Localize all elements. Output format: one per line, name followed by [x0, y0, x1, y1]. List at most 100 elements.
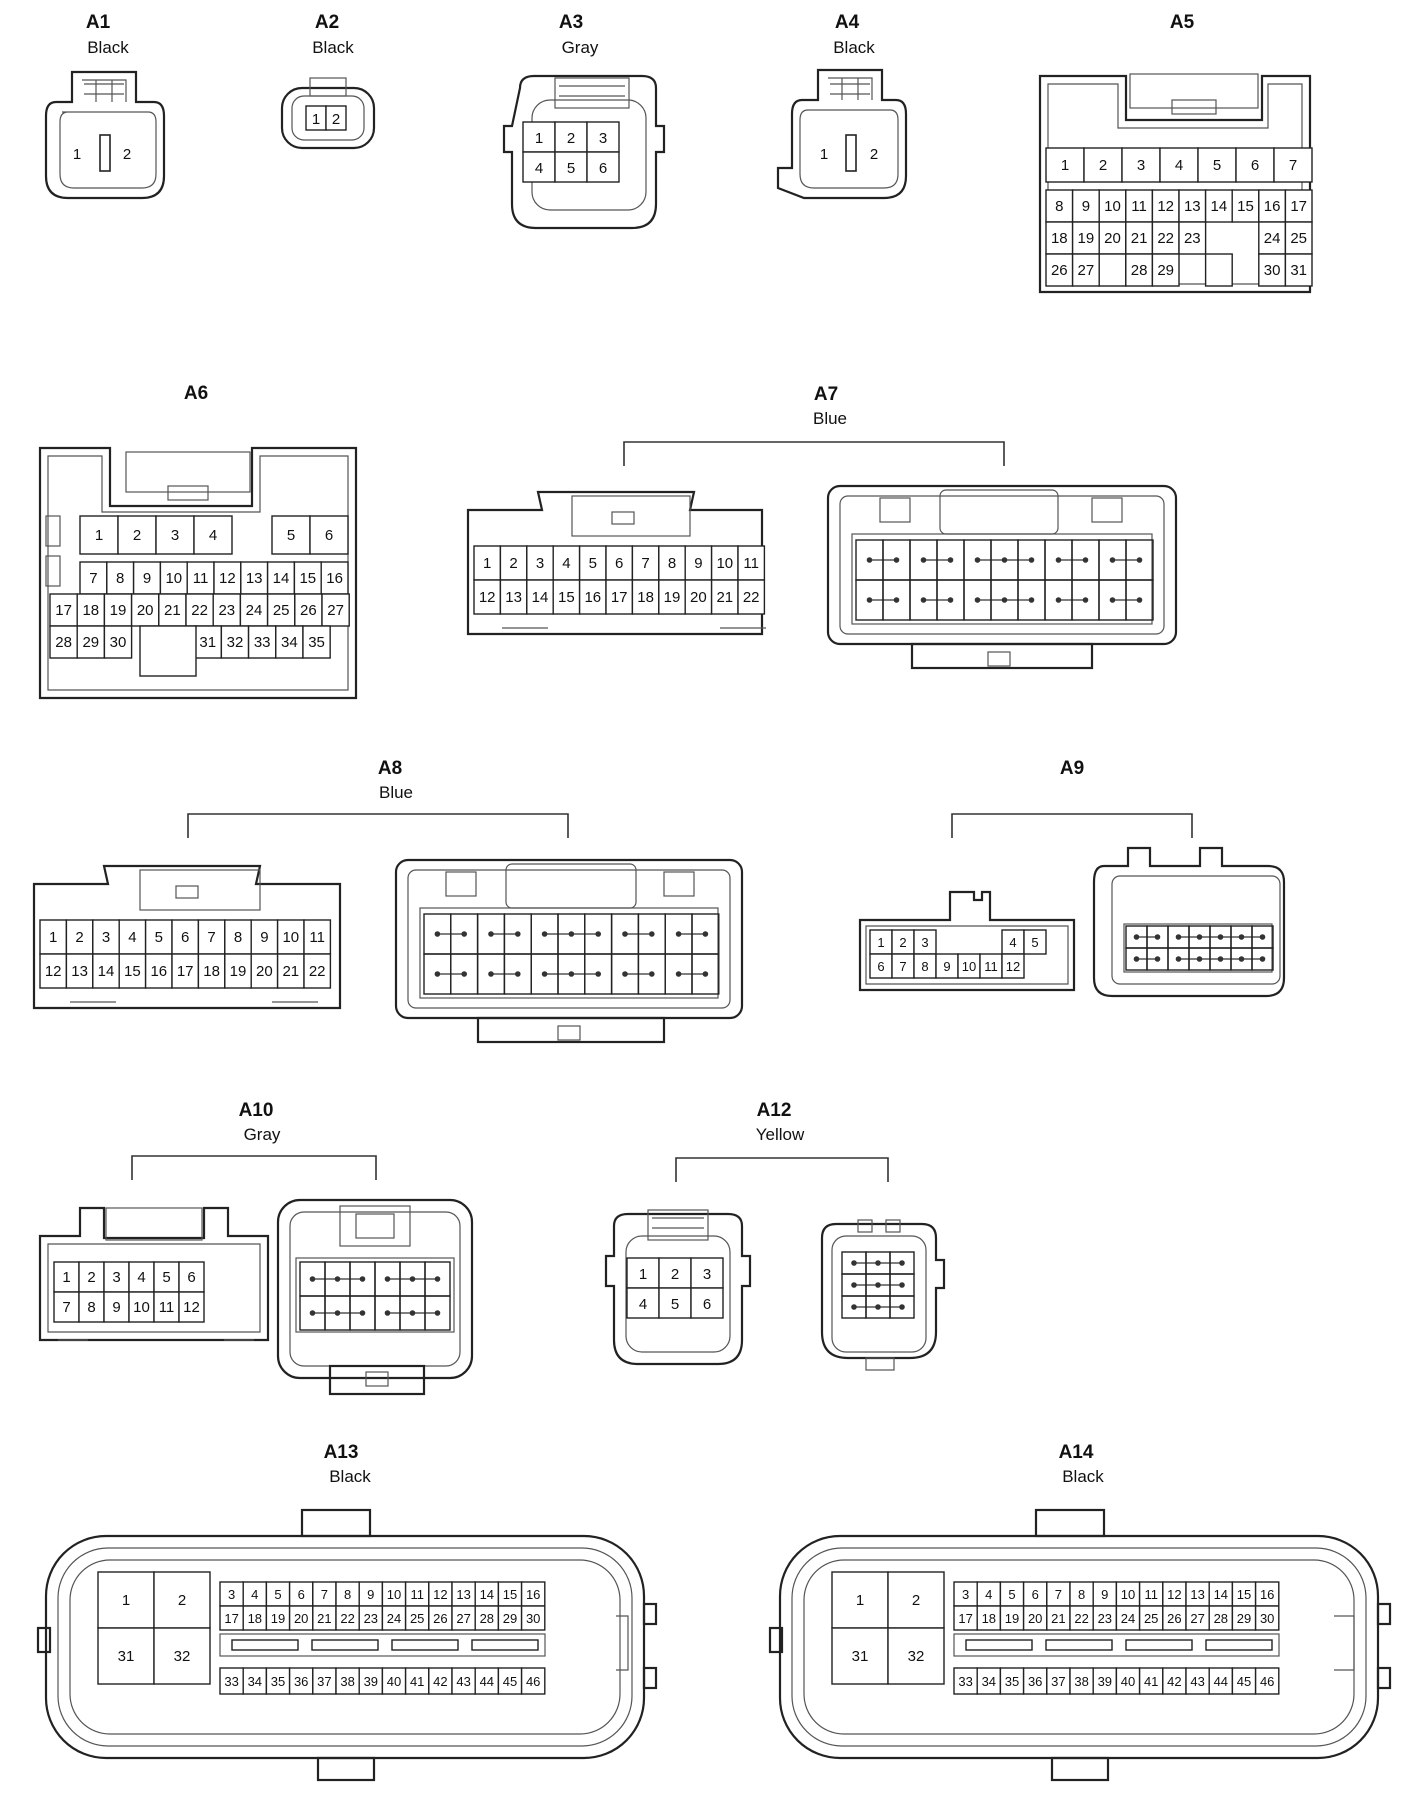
connector-a10-pin: 5	[162, 1269, 170, 1286]
connector-a5-pin: 24	[1264, 230, 1281, 247]
connector-a13-pin: 37	[317, 1674, 331, 1689]
connector-a8-pin-cell	[276, 953, 305, 989]
connector-a14-pin: 26	[1167, 1611, 1181, 1626]
connector-a8-pin: 3	[102, 929, 110, 946]
connector-a5-pin: 14	[1211, 198, 1228, 215]
connector-a6-pin-cell	[193, 515, 233, 555]
connector-a12-color: Yellow	[756, 1125, 805, 1144]
connector-a10-pin-cell	[103, 1291, 130, 1323]
connector-a8-pin: 14	[98, 963, 115, 980]
connector-a14-pin: 28	[1214, 1611, 1228, 1626]
connector-a6-pin: 4	[209, 527, 217, 544]
connector-a14-pin: 3	[962, 1587, 969, 1602]
connector-a7-pin-cell	[526, 579, 554, 615]
connector-a14-pin: 23	[1098, 1611, 1112, 1626]
connector-a5-pin-cell	[1045, 253, 1074, 287]
connector-a13-pin: 12	[433, 1587, 447, 1602]
connector-a10-pin-cell	[153, 1291, 180, 1323]
connector-a8-pin-cell	[171, 953, 200, 989]
connector-a8-color: Blue	[379, 783, 413, 802]
connector-a14-pin: 36	[1028, 1674, 1042, 1689]
connector-a5-key-slot	[1098, 253, 1127, 287]
connector-a6-pin-cell	[302, 625, 331, 659]
connector-a6-pin: 17	[55, 602, 72, 619]
connector-a8-pin: 6	[181, 929, 189, 946]
connector-a6-pin-cell	[320, 561, 349, 595]
connector-a1-color: Black	[87, 38, 129, 57]
connector-a13-pin: 7	[321, 1587, 328, 1602]
connector-a13-pin: 35	[271, 1674, 285, 1689]
connector-a13-pin: 32	[174, 1648, 191, 1665]
connector-a5-key-slot	[1204, 253, 1233, 287]
connector-a7-pin-cell	[552, 579, 581, 615]
connector-a10-pin: 4	[137, 1269, 145, 1286]
connector-a13-pin: 13	[456, 1587, 470, 1602]
connector-a13-pin: 6	[298, 1587, 305, 1602]
connector-a14-pin: 21	[1051, 1611, 1065, 1626]
connector-a10-pin: 7	[62, 1299, 70, 1316]
connector-a13-color: Black	[329, 1467, 371, 1486]
connector-a8-pin: 12	[45, 963, 62, 980]
connector-a6-pin-cell	[185, 593, 214, 627]
connector-a7-color: Blue	[813, 409, 847, 428]
connector-a7-pin-cell	[710, 545, 739, 581]
connector-a13-pin: 11	[410, 1587, 424, 1602]
connector-a12-pin: 3	[703, 1266, 711, 1283]
connector-a8-pin: 17	[177, 963, 194, 980]
connector-a1-id: A1	[86, 12, 111, 33]
connector-a14-pin: 45	[1237, 1674, 1251, 1689]
connector-a6-pin: 35	[308, 634, 325, 651]
connector-a6-pin: 19	[110, 602, 127, 619]
connector-a14-pin: 14	[1214, 1587, 1228, 1602]
connector-a14-pin: 5	[1008, 1587, 1015, 1602]
connector-a6-pin-cell	[266, 561, 296, 595]
connector-a13-pin: 27	[456, 1611, 470, 1626]
connector-a13-pin: 39	[364, 1674, 378, 1689]
connector-a13-pin: 44	[480, 1674, 494, 1689]
connector-a5-pin-cell	[1284, 253, 1313, 287]
connector-a8-pin: 15	[124, 963, 141, 980]
connector-a13-lock-bar	[391, 1639, 459, 1651]
connector-a13-pin: 3	[228, 1587, 235, 1602]
connector-a13-pin: 9	[367, 1587, 374, 1602]
connector-a5-pin-cell	[1151, 189, 1180, 223]
connector-a10-pin: 9	[112, 1299, 120, 1316]
connector-a6-pin: 21	[164, 602, 181, 619]
connector-a5-pin: 12	[1157, 198, 1174, 215]
connector-a6-pin-cell	[212, 593, 242, 627]
connector-a9-pin: 10	[962, 959, 976, 974]
connector-a8-pin-cell	[303, 953, 332, 989]
connector-a6-pin: 27	[327, 602, 344, 619]
connector-a5-pin: 2	[1099, 157, 1107, 174]
connector-a7-pin-cell	[737, 545, 766, 581]
connector-a3-pin: 5	[567, 160, 575, 177]
connector-a13-pin: 4	[251, 1587, 258, 1602]
connector-a14-color: Black	[1062, 1467, 1104, 1486]
connector-a5-pin: 6	[1251, 157, 1259, 174]
connector-a10-pin: 11	[159, 1299, 175, 1316]
connector-a13-lock-bar	[471, 1639, 539, 1651]
connector-a13-pin-cell	[520, 1667, 546, 1695]
connector-a9-id: A9	[1060, 758, 1084, 779]
connector-a6-pin-cell	[309, 515, 349, 555]
connector-a5-pin: 27	[1078, 262, 1095, 279]
connector-a8-pin: 18	[203, 963, 220, 980]
connector-a8-pin: 2	[75, 929, 83, 946]
connector-a9-pin: 12	[1006, 959, 1020, 974]
connector-a10-pin: 10	[133, 1299, 150, 1316]
connector-a5-pin-cell	[1125, 253, 1154, 287]
connector-a8-pin-cell	[39, 953, 68, 989]
connector-a6-pin-cell	[76, 625, 106, 659]
connector-a5-id: A5	[1170, 12, 1195, 33]
connector-a5-pin: 22	[1157, 230, 1174, 247]
connector-a3-color: Gray	[562, 38, 599, 57]
connector-a6-pin: 26	[300, 602, 317, 619]
connector-a14-pin: 29	[1237, 1611, 1251, 1626]
connector-a10-pin-cell	[78, 1261, 105, 1293]
connector-a10-pin: 8	[87, 1299, 95, 1316]
connector-a10-pin: 2	[87, 1269, 95, 1286]
connector-a5-pin-cell	[1204, 189, 1233, 223]
